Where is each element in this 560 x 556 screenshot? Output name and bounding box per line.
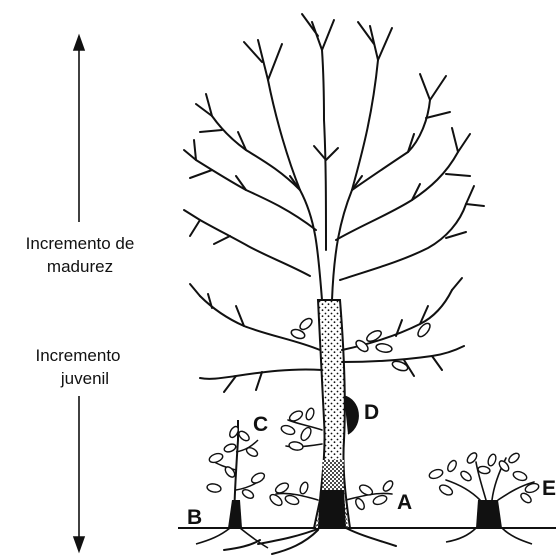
- maturity-label: Incremento de madurez: [4, 232, 156, 278]
- juvenile-label-line2: juvenil: [2, 367, 154, 390]
- marker-b: B: [187, 507, 202, 529]
- trunk-swelling: [344, 396, 358, 434]
- juvenile-label-line1: Incremento: [2, 344, 154, 367]
- maturity-label-line1: Incremento de: [4, 232, 156, 255]
- marker-a: A: [397, 492, 412, 514]
- coppiced-shrub: [428, 451, 540, 544]
- maturity-axis-arrow: [74, 36, 84, 551]
- marker-e: E: [542, 478, 556, 500]
- juvenile-label: Incremento juvenil: [2, 344, 154, 390]
- tree-roots: [224, 528, 396, 554]
- marker-d: D: [364, 402, 379, 424]
- marker-c: C: [253, 414, 268, 436]
- crown-leaves: [290, 316, 432, 372]
- maturity-label-line2: madurez: [4, 255, 156, 278]
- tree-crown-branches: [184, 14, 484, 300]
